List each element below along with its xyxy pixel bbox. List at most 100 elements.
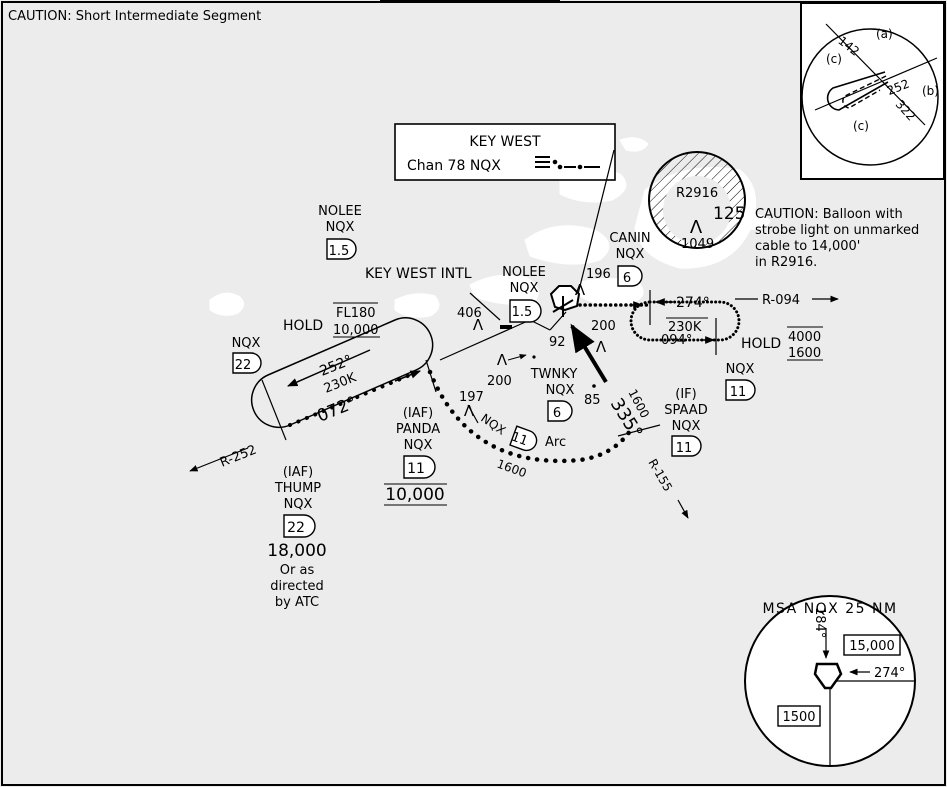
fix-spaad-dme: 11 xyxy=(676,441,693,456)
radial-155-label: R-155 xyxy=(645,457,675,494)
fix-thump-note-3: by ATC xyxy=(275,595,319,610)
caution-short-segment: CAUTION: Short Intermediate Segment xyxy=(8,9,261,24)
hold-west-label: HOLD xyxy=(283,318,323,334)
arc-ident: NQX xyxy=(478,411,508,438)
fix-nolee-inner-dme-box xyxy=(509,299,542,323)
msa-alt-box-1 xyxy=(843,634,901,656)
msa-bearing-184: 184° xyxy=(812,607,827,638)
navaid-channel: Chan 78 NQX xyxy=(407,158,501,174)
fix-twnky-ident: NQX xyxy=(546,383,575,398)
fix-spaad-ident: NQX xyxy=(672,419,701,434)
fix-thump-alt: 18,000 xyxy=(267,541,326,561)
fix-nqx22-dme: 22 xyxy=(235,358,252,373)
hold-east-alt-top: 4000 xyxy=(788,330,821,345)
fix-canin-ident: NQX xyxy=(616,247,645,262)
vortac-symbol xyxy=(549,285,581,317)
fix-nolee-outer-name: NOLEE xyxy=(318,204,362,219)
fix-thump: (IAF) THUMP NQX 22 18,000 Or as directed… xyxy=(267,465,326,610)
inset-label-c-bottom: (c) xyxy=(853,119,869,133)
restricted-area-alt: 125 xyxy=(713,204,745,224)
alt-label-200-west: 200 xyxy=(487,374,512,389)
msa-alt-2: 1500 xyxy=(782,710,815,725)
fix-thump-dme-box xyxy=(283,514,316,538)
fix-thump-note-2: directed xyxy=(270,579,323,594)
hold-east-pattern xyxy=(629,290,741,355)
fix-panda-alt: 10,000 xyxy=(385,485,444,505)
route-to-airport xyxy=(439,319,531,361)
obstacle-icon: Λ xyxy=(473,316,484,334)
arc-alt: 1600 xyxy=(495,457,528,481)
balloon-caution-line-2: strobe light on unmarked xyxy=(755,223,919,238)
radial-094-label: R-094 xyxy=(762,293,800,308)
fix-spaad-name: SPAAD xyxy=(664,403,707,418)
fix-nolee-outer-ident: NQX xyxy=(326,220,355,235)
fix-panda-role: (IAF) xyxy=(403,406,433,421)
restricted-area-elev: 1049 xyxy=(681,237,714,252)
hold-west-alt-bottom: 10,000 xyxy=(333,323,379,338)
balloon-caution-line-3: cable to 14,000' xyxy=(755,239,860,254)
msa-title: MSA NQX 25 NM xyxy=(762,601,897,617)
spot-elevation-dot xyxy=(592,384,596,388)
hold-west-inbound-arrow xyxy=(287,349,371,387)
feeder-route-thump xyxy=(288,373,412,427)
fix-nqx22-ident: NQX xyxy=(232,336,261,351)
hold-east-alt-bottom: 1600 xyxy=(788,346,821,361)
fix-panda-dme-box xyxy=(403,455,436,479)
fix-panda-ident: NQX xyxy=(404,438,433,453)
hold-east-speed: 230K xyxy=(668,320,702,335)
hold-east-outbound: 094° xyxy=(661,333,692,348)
morse-code xyxy=(535,156,600,170)
fix-spaad-dme-box xyxy=(671,435,702,457)
obstacle-icon: Λ xyxy=(575,281,586,299)
fix-panda: (IAF) PANDA NQX 11 10,000 xyxy=(384,406,447,506)
msa-alt-1: 15,000 xyxy=(849,639,895,654)
hold-west-inbound-course: 072° xyxy=(314,393,359,427)
inset-label-c-top: (c) xyxy=(826,52,842,66)
fix-spaad-role: (IF) xyxy=(675,387,696,402)
fix-twnky-dme: 6 xyxy=(553,406,561,421)
arc-dme: 11 xyxy=(509,430,530,450)
fix-nolee-outer-dme-box xyxy=(326,238,357,260)
radial-252-label: R-252 xyxy=(218,443,259,471)
airport-name: KEY WEST INTL xyxy=(365,266,472,282)
fix-panda-name: PANDA xyxy=(396,422,440,437)
fix-nolee-inner-dme: 1.5 xyxy=(512,305,533,320)
balloon-obstacle-icon: Λ xyxy=(690,217,703,238)
alt-label-196: 196 xyxy=(586,267,611,282)
fix-thump-ident: NQX xyxy=(284,497,313,512)
restricted-area-name: R2916 xyxy=(676,186,718,201)
arc-label: Arc xyxy=(545,435,566,450)
balloon-caution-line-4: in R2916. xyxy=(755,255,817,270)
fix-panda-dme: 11 xyxy=(407,461,425,477)
fix-twnky-dme-box xyxy=(547,400,573,422)
hold-entry-inset xyxy=(800,2,945,180)
navaid-name: KEY WEST xyxy=(469,134,541,150)
fix-canin-dme-box xyxy=(617,265,643,287)
fix-nqx11-dme-box xyxy=(725,379,756,401)
navaid-box xyxy=(394,123,616,295)
hold-east-label: HOLD xyxy=(741,336,781,352)
fix-thump-role: (IAF) xyxy=(283,465,313,480)
fix-nolee-inner-ident: NQX xyxy=(510,281,539,296)
obstacle-icon: Λ xyxy=(596,338,607,356)
fix-nqx11-ident: NQX xyxy=(726,362,755,377)
fix-twnky-name: TWNKY xyxy=(530,367,578,382)
msa-circle xyxy=(744,595,916,767)
inset-label-b: (b) xyxy=(922,84,939,98)
balloon-caution: CAUTION: Balloon with strobe light on un… xyxy=(755,207,919,270)
fix-canin-name: CANIN xyxy=(609,231,650,246)
fix-thump-dme: 22 xyxy=(287,520,305,536)
alt-label-92: 92 xyxy=(549,335,566,350)
alt-label-197: 197 xyxy=(459,390,484,405)
fix-canin-dme: 6 xyxy=(623,271,631,286)
hold-west-pattern xyxy=(250,317,437,441)
msa-bearing-274: 274° xyxy=(874,666,905,681)
fix-nqx11-dme: 11 xyxy=(730,385,747,400)
spaad-tick xyxy=(617,424,661,437)
dme-arc-route xyxy=(427,369,635,464)
final-course-arrow xyxy=(570,323,608,384)
airport-symbol xyxy=(469,292,512,329)
fix-thump-name: THUMP xyxy=(274,481,321,496)
obstacle-icon: Λ xyxy=(464,402,475,420)
